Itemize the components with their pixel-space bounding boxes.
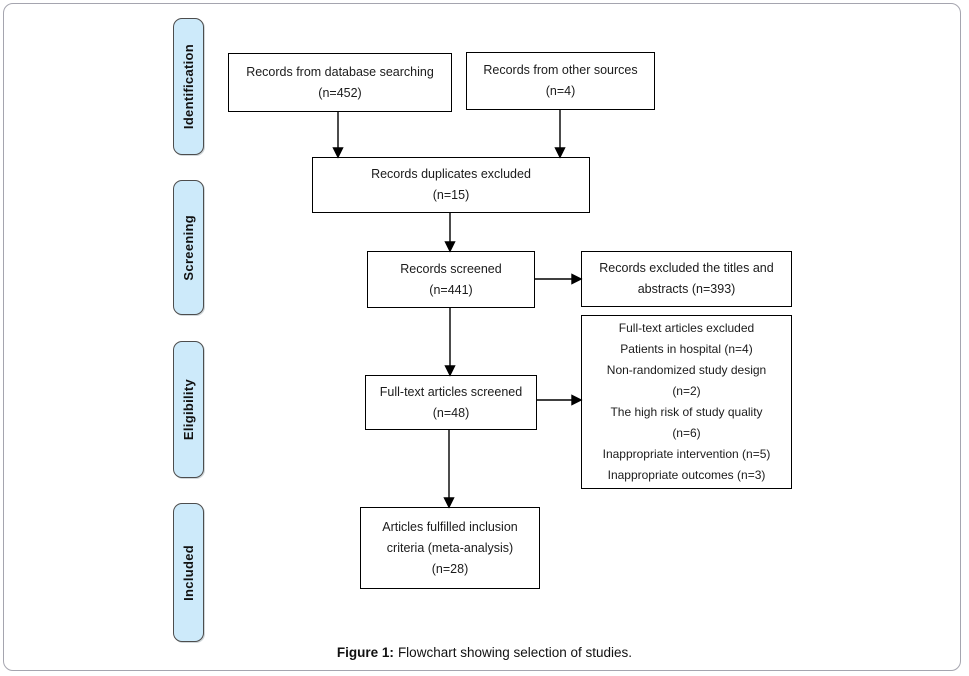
flow-box-fulltext-excluded: Full-text articles excluded Patients in … (581, 315, 792, 489)
flow-box-other-sources: Records from other sources (n=4) (466, 52, 655, 110)
box-text-line: Records excluded the titles and (599, 261, 774, 275)
box-text-line: Records from database searching (246, 64, 434, 79)
box-text-line: Patients in hospital (n=4) (620, 342, 753, 356)
box-text-line: (n=2) (672, 384, 701, 398)
box-text-line: Articles fulfilled inclusion (382, 519, 518, 534)
box-text-line: (n=4) (545, 84, 576, 98)
figure-caption-text: Flowchart showing selection of studies. (397, 645, 633, 660)
stage-label-screening: Screening (173, 180, 204, 315)
flow-box-database-searching: Records from database searching (n=452) (228, 53, 452, 112)
flow-box-fulltext-screened: Full-text articles screened (n=48) (365, 375, 537, 430)
box-text-line: Full-text articles excluded (618, 321, 755, 335)
box-text-line: Records duplicates excluded (371, 167, 531, 181)
stage-label-text: Screening (181, 214, 196, 281)
box-text-line: Inappropriate intervention (n=5) (602, 447, 771, 461)
box-text-line: Non-randomized study design (606, 363, 767, 377)
box-text-line: The high risk of study quality (610, 405, 763, 419)
box-text-line: criteria (meta-analysis) (386, 540, 514, 555)
stage-label-included: Included (173, 503, 204, 642)
box-text-line: Records from other sources (483, 63, 638, 77)
flow-box-records-excluded: Records excluded the titles and abstract… (581, 251, 792, 307)
stage-label-identification: Identification (173, 18, 204, 155)
box-text-line: abstracts (n=393) (637, 282, 736, 296)
stage-label-text: Identification (181, 43, 196, 130)
figure-caption: Figure 1:Flowchart showing selection of … (0, 645, 969, 660)
flow-box-records-screened: Records screened (n=441) (367, 251, 535, 308)
page-frame-border (3, 3, 961, 671)
flow-box-included-articles: Articles fulfilled inclusion criteria (m… (360, 507, 540, 589)
box-text-line: Full-text articles screened (379, 384, 523, 399)
box-text-line: Inappropriate outcomes (n=3) (607, 468, 766, 482)
stage-label-text: Included (181, 544, 196, 601)
box-text-line: (n=15) (432, 188, 470, 202)
box-text-line: (n=441) (429, 282, 473, 297)
box-text-line: (n=28) (431, 561, 469, 576)
flow-box-duplicates-excluded: Records duplicates excluded (n=15) (312, 157, 590, 213)
box-text-line: (n=6) (672, 426, 701, 440)
stage-label-text: Eligibility (181, 378, 196, 441)
box-text-line: (n=452) (318, 85, 362, 100)
stage-label-eligibility: Eligibility (173, 341, 204, 478)
figure-caption-label: Figure 1: (336, 645, 394, 660)
box-text-line: Records screened (400, 261, 502, 276)
box-text-line: (n=48) (432, 405, 470, 420)
